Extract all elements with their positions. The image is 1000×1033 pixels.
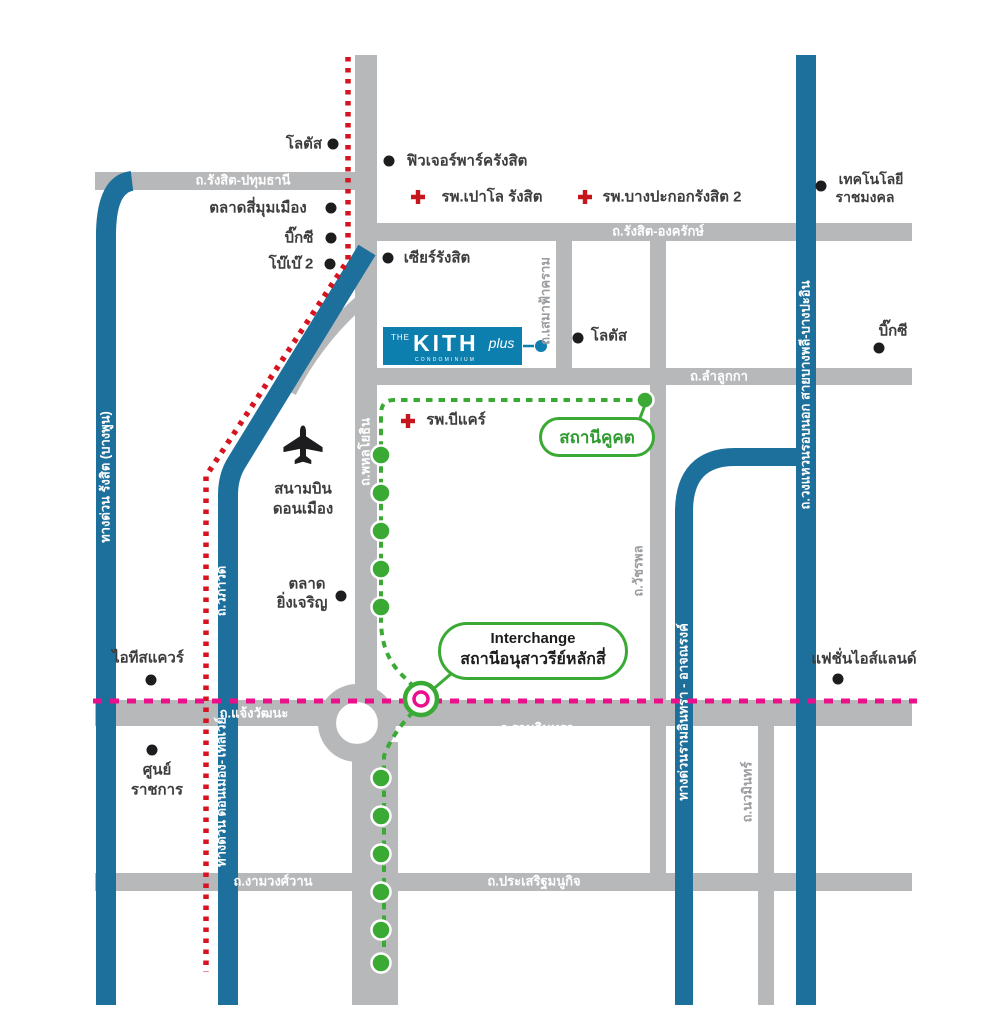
hospital-cross-paolo-icon [411,190,425,204]
road-label-rangsit-ongkharak: ถ.รังสิต-องครักษ์ [612,223,704,239]
roundabout [318,684,396,762]
green-line-lower [382,710,415,964]
poi-dot-lotus-top [327,138,339,150]
station-callout-interchange: Interchange สถานีอนุสาวรีย์หลักสี่ [438,622,628,680]
road-watcharaphon [650,241,666,882]
green-station-dots [370,390,655,974]
road-label-outer-ring: ถ.วงแหวนรอบนอก สายบางพลี-บางปะอิน [797,280,813,510]
road-label-prasert-manukitch: ถ.ประเสริฐมนูกิจ [487,873,581,889]
label-bangpakok-hospital: รพ.บางปะกอกรังสิต 2 [602,188,742,206]
label-paolo-hospital: รพ.เปาโล รังสิต [441,188,543,206]
roundabout-ring [318,684,396,762]
road-label-watcharaphon: ถ.วัชรพล [630,545,646,597]
poi-dot-si-mum-mueang [325,202,337,214]
kith-marker [523,340,547,352]
interchange-label-th: สถานีอนุสาวรีย์หลักสี่ [460,651,606,668]
road-rangsit-pathumthani [95,172,362,190]
logo-plus-text: plus [488,335,515,351]
label-it-square: ไอทีสแควร์ [112,649,184,667]
logo-the-text: THE [391,333,410,342]
airplane-icon [283,425,323,465]
label-zeer-rangsit: เซียร์รังสิต [403,249,471,267]
road-label-tollway-don-mueang: ทางด่วน ดอนเมือง-โทลเวย์ [213,717,229,867]
road-label-nawamin: ถ.นวมินทร์ [739,761,755,823]
tollway-don-mueang [218,244,376,1005]
label-ying-charoen-line2: ยิ่งเจริญ [276,594,328,612]
road-sema-fah-kram [556,241,572,377]
road-label-sema-fah-kram: ถ.เสมาฟ้าคราม [537,257,553,345]
label-big-c-right: บิ๊กซี [878,322,908,340]
poi-dot-zeer-rangsit [382,252,394,264]
kith-location-dot [535,340,547,352]
label-lotus-mid: โลตัส [590,327,628,345]
expressways [96,55,816,1005]
road-label-tollway-rangsit: ทางด่วน รังสิต (บางพูน) [97,411,113,543]
poi-dot-it-square [145,674,157,686]
khukhot-callout-connector [638,404,647,419]
station-callout-khu-khot: สถานีคูคต [539,417,655,457]
label-bcare-hospital: รพ.บีแคร์ [426,411,486,429]
poi-dot-future-park [383,155,395,167]
expressway-rangsit-bangpun [96,171,135,1005]
road-label-ram-intra: ถ.รามอินทรา [500,720,574,736]
road-rangsit-ongkharak [362,223,912,241]
poi-dot-ying-charoen [335,590,347,602]
road-lam-luk-ka [362,368,912,385]
label-future-park: ฟิวเจอร์พาร์ครังสิต [406,152,528,170]
road-label-vibhavadi: ถ.วิภาวดี [213,565,229,617]
label-big-c-top: บิ๊กซี [284,229,314,247]
road-nawamin [758,726,774,1005]
logo-kith-text: KITH [413,329,479,356]
green-transit-line [370,390,655,974]
label-airport-line1: สนามบิน [274,480,332,498]
interchange-inner-circle [412,690,430,708]
roundabout-island [336,702,378,744]
railway-red-dotted-line [203,57,351,972]
road-label-rangsit-pathumthani: ถ.รังสิต-ปทุมธานี [195,172,291,188]
hospital-crosses [401,190,592,428]
hospital-cross-bcare-icon [401,414,415,428]
label-gov-center-line1: ศูนย์ [142,761,172,779]
logo-caption-text: CONDOMINIUM [415,357,477,363]
road-label-chaengwattana: ถ.แจ้งวัฒนะ [219,705,289,721]
road-label-phahonyothin: ถ.พหลโยธิน [357,417,373,487]
label-bobae2: โบ๊เบ๊ 2 [268,255,314,273]
label-ying-charoen-line1: ตลาด [288,575,326,593]
label-rmut-line1: เทคโนโลยี [838,170,904,187]
label-si-mum-mueang: ตลาดสี่มุมเมือง [209,199,307,217]
label-gov-center-line2: ราชการ [130,781,184,799]
hospital-cross-bangpakok-icon [578,190,592,204]
poi-dot-bobae2 [324,258,336,270]
road-label-ngamwongwan: ถ.งามวงศ์วาน [233,873,313,889]
poi-dot-gov-center [146,744,158,756]
label-fashion-island: แฟชั่นไอส์แลนด์ [811,650,917,668]
poi-dot-big-c-top [325,232,337,244]
poi-dot-rmut [815,180,827,192]
poi-dot-fashion-island [832,673,844,685]
label-rmut-line2: ราชมงคล [835,188,895,205]
interchange-label-en: Interchange [490,630,576,647]
road-label-expressway-ram-intra: ทางด่วนรามอินทรา - อาจณรงค์ [675,623,691,801]
label-lotus-top: โลตัส [285,135,323,153]
green-line-upper [379,398,645,689]
poi-dots [145,138,885,756]
road-label-lam-luk-ka: ถ.ลำลูกกา [690,368,748,384]
poi-dot-big-c-right [873,342,885,354]
the-kith-logo: THE KITH plus CONDOMINIUM [383,327,522,365]
expressway-ram-intra-at-narong [675,448,816,1005]
label-airport-line2: ดอนเมือง [272,500,334,518]
outer-ring-road [796,55,816,1005]
poi-dot-lotus-mid [572,332,584,344]
khu-khot-station-label: สถานีคูคต [559,427,635,447]
road-ngamwongwan-prasert [95,873,912,891]
